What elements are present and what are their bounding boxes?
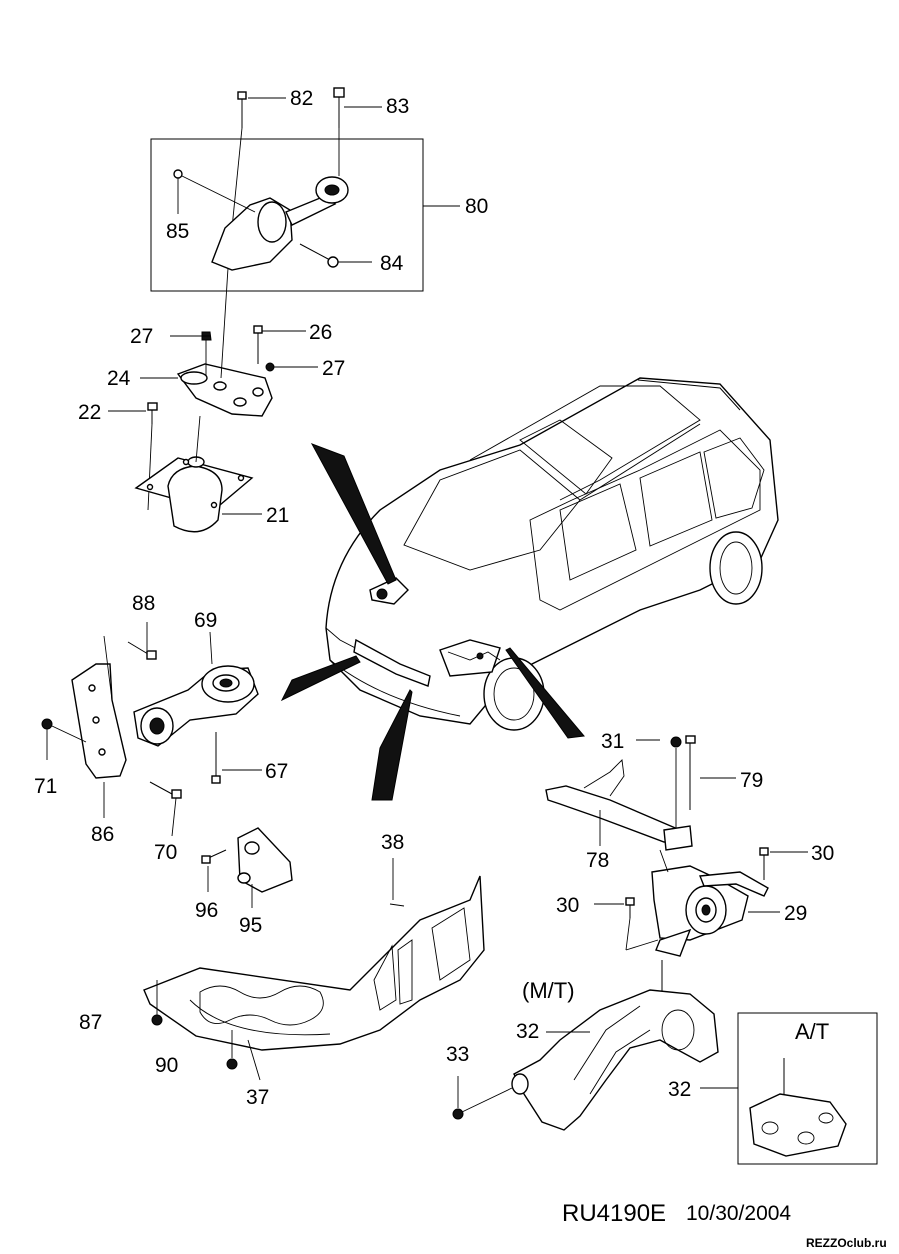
- vehicle-illustration: [280, 377, 779, 801]
- callout-27-right: 27: [322, 357, 345, 380]
- engine-mount-bracket: [108, 267, 318, 511]
- callout-67: 67: [265, 760, 288, 783]
- callout-80: 80: [465, 195, 488, 218]
- callout-82: 82: [290, 87, 313, 110]
- engine-mount-21: [134, 415, 262, 533]
- callout-69: 69: [194, 609, 217, 632]
- watermark: REZZOclub.ru: [806, 1236, 887, 1250]
- transmission-mount-assembly: [545, 735, 808, 957]
- callout-83: 83: [386, 95, 409, 118]
- callout-27-left: 27: [130, 325, 153, 348]
- callout-96: 96: [195, 899, 218, 922]
- at-inset: [700, 1012, 878, 1165]
- rear-mount-assembly: [41, 622, 262, 837]
- callout-87: 87: [79, 1011, 102, 1034]
- callout-30-left: 30: [556, 894, 579, 917]
- callout-38: 38: [381, 831, 404, 854]
- callout-85: 85: [166, 220, 189, 243]
- callout-labels: 82 83 80 85 84 27 26 27 24 22 21 88 69 7…: [34, 87, 887, 1250]
- callout-29: 29: [784, 902, 807, 925]
- callout-78: 78: [586, 849, 609, 872]
- callout-21: 21: [266, 504, 289, 527]
- drawing-date: 10/30/2004: [686, 1202, 791, 1225]
- callout-79: 79: [740, 769, 763, 792]
- callout-95: 95: [239, 914, 262, 937]
- at-inset-frame: [737, 1012, 878, 1165]
- bolt-83: [333, 87, 345, 176]
- callout-32-mt: 32: [516, 1020, 539, 1043]
- callout-30-right: 30: [811, 842, 834, 865]
- mt-bracket-32: [452, 960, 719, 1131]
- callout-24: 24: [107, 367, 131, 390]
- upper-mount-assembly: [150, 87, 460, 292]
- callout-33: 33: [446, 1043, 469, 1066]
- upper-mount-body: [173, 169, 372, 271]
- variant-mt-label: (M/T): [522, 978, 575, 1003]
- callout-88: 88: [132, 592, 155, 615]
- callout-32-at: 32: [668, 1078, 691, 1101]
- callout-71: 71: [34, 775, 57, 798]
- callout-90: 90: [155, 1054, 178, 1077]
- callout-37: 37: [246, 1086, 269, 1109]
- under-cover-37: [143, 858, 485, 1081]
- callout-86: 86: [91, 823, 114, 846]
- variant-at-label: A/T: [795, 1019, 829, 1044]
- callout-22: 22: [78, 401, 101, 424]
- bracket-95: [201, 827, 293, 908]
- callout-70: 70: [154, 841, 177, 864]
- callout-26: 26: [309, 321, 332, 344]
- callout-84: 84: [380, 252, 404, 275]
- drawing-code: RU4190E: [562, 1200, 666, 1227]
- callout-31: 31: [601, 730, 624, 753]
- assembly-80-frame: [150, 138, 424, 292]
